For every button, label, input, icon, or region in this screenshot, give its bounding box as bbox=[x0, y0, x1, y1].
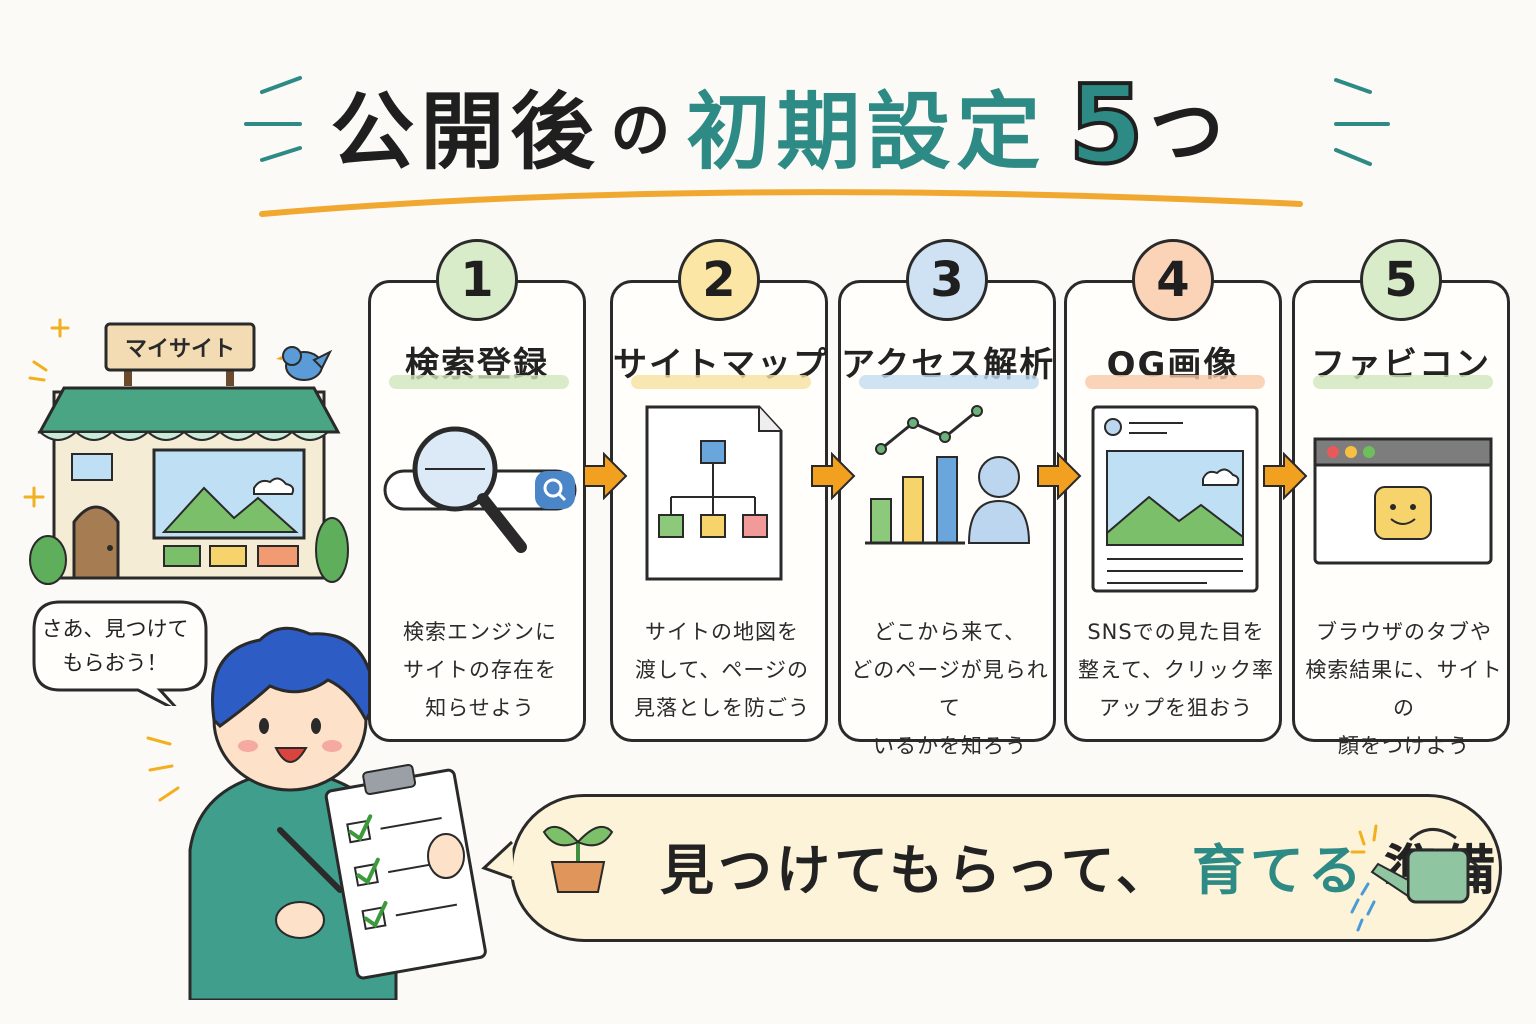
browser-favicon-icon bbox=[1313, 437, 1493, 565]
title-suffix: つ bbox=[1149, 88, 1230, 175]
store-sign-text: マイサイト bbox=[125, 337, 235, 362]
banner-pointer bbox=[481, 840, 514, 880]
title-part-3: 初期設定 bbox=[686, 82, 1047, 181]
step-card-1: 1 検索登録 検索エンジンに サイトの存在を 知らせよう bbox=[368, 239, 586, 742]
speech-text: さあ、見つけて もらおう！ bbox=[41, 617, 189, 675]
banner-text-start: 見つけてもらって、 bbox=[660, 838, 1174, 902]
step-underline-5 bbox=[1313, 375, 1493, 389]
watering-can-icon bbox=[1350, 824, 1481, 932]
banner-message: 見つけてもらって、 育てる 準備 bbox=[660, 820, 1496, 910]
step-card-5: 5 ファビコン ブラウザのタブや 検索結果に、サイトの 顔をつけよう bbox=[1292, 239, 1510, 758]
store-illustration: マイサイト bbox=[23, 318, 349, 585]
step-desc-2: サイトの地図を 渡して、ページの 見落としを防ごう bbox=[634, 620, 810, 720]
title-number: 5 bbox=[1066, 61, 1150, 190]
page-title: 公開後 の 初期設定 5 つ bbox=[330, 60, 1230, 190]
bottom-banner bbox=[510, 794, 1502, 942]
step-card-3: 3 アクセス解析 どこから来て、 どのページが見られて いるかを知ろう bbox=[838, 239, 1056, 758]
step-badge-4: 4 bbox=[1132, 239, 1214, 321]
sitemap-document-icon bbox=[645, 405, 783, 581]
character-illustration bbox=[146, 626, 487, 1000]
step-underline-2 bbox=[631, 375, 811, 389]
title-part-2: の bbox=[610, 95, 677, 166]
step-card-2: 2 サイトマップ サイトの地図を 渡して、ページの 見落としを防ごう bbox=[610, 239, 828, 742]
step-desc-3: どこから来て、 どのページが見られて いるかを知ろう bbox=[851, 620, 1049, 758]
analytics-chart-icon bbox=[865, 405, 1031, 545]
speech-bubble bbox=[32, 600, 208, 706]
og-image-card-icon bbox=[1091, 405, 1259, 593]
banner-text-highlight: 育てる bbox=[1191, 838, 1366, 902]
arrow-right-icon bbox=[1263, 452, 1308, 500]
arrow-right-icon bbox=[583, 452, 628, 500]
step-underline-4 bbox=[1085, 375, 1265, 389]
title-part-1: 公開後 bbox=[330, 82, 601, 181]
step-desc-1: 検索エンジンに サイトの存在を 知らせよう bbox=[403, 620, 557, 720]
step-underline-1 bbox=[389, 375, 569, 389]
step-badge-3: 3 bbox=[906, 239, 988, 321]
step-badge-2: 2 bbox=[678, 239, 760, 321]
step-badge-5: 5 bbox=[1360, 239, 1442, 321]
step-desc-5: ブラウザのタブや 検索結果に、サイトの 顔をつけよう bbox=[1305, 620, 1503, 758]
step-badge-1: 1 bbox=[436, 239, 518, 321]
step-underline-3 bbox=[859, 375, 1039, 389]
arrow-right-icon bbox=[811, 452, 856, 500]
arrow-right-icon bbox=[1037, 452, 1082, 500]
magnifier-search-icon bbox=[383, 426, 577, 553]
step-card-4: 4 OG画像 SNSでの見た目を 整えて、クリック率 アップを狙おう bbox=[1064, 239, 1282, 742]
sprout-icon bbox=[542, 825, 614, 893]
step-desc-4: SNSでの見た目を 整えて、クリック率 アップを狙おう bbox=[1078, 620, 1274, 720]
title-decorations bbox=[244, 76, 1390, 217]
